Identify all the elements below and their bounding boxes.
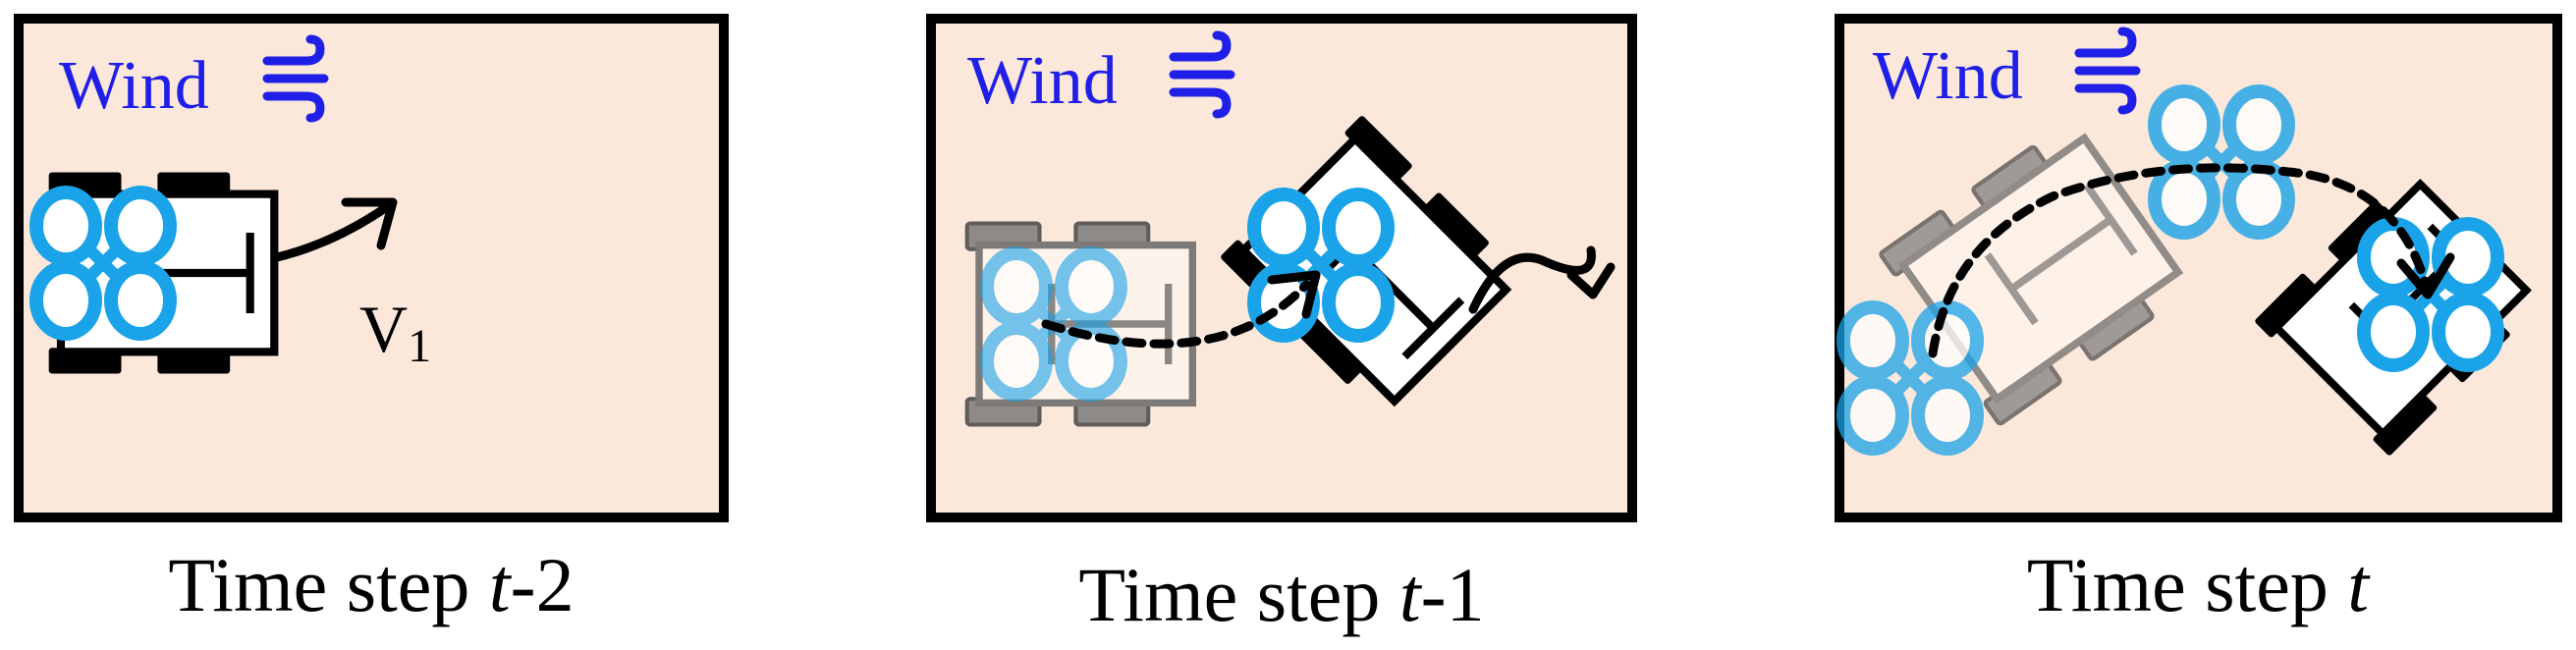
panel-time-step-t-2: Wind V1 [14,14,729,522]
caption-time-step-t-1: Time step t-1 [1078,552,1484,637]
caption-time-step-t: Time step t [2027,542,2372,627]
caption-time-step-t-2: Time step t-2 [168,542,574,627]
wind-label: Wind [967,43,1118,119]
trajectory-arrow-icon [1041,245,1616,349]
trajectory-arrow-icon [272,197,398,262]
panel-time-step-t: Wind [1835,14,2562,522]
velocity-label: V1 [359,292,431,372]
panel-time-step-t-1: Wind [926,14,1637,522]
wind-label: Wind [59,48,209,124]
trajectory-arrow-icon [1928,163,2455,358]
wind-label: Wind [1873,38,2023,114]
